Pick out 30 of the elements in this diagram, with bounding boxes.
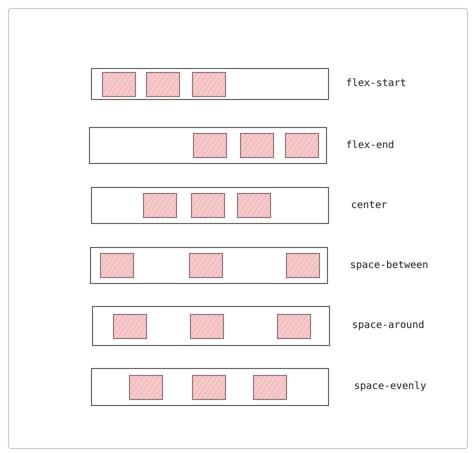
flex-item — [240, 133, 274, 158]
flex-container — [91, 68, 329, 100]
flex-item — [113, 314, 147, 338]
flex-container — [91, 368, 329, 406]
flex-container — [89, 127, 327, 164]
flex-container — [92, 306, 330, 346]
justify-label: space-around — [352, 319, 424, 333]
flex-item — [191, 193, 225, 218]
flex-item — [286, 253, 320, 278]
flex-item — [129, 374, 163, 400]
justify-label: center — [351, 198, 388, 212]
justify-label: space-between — [350, 258, 428, 272]
flex-item — [100, 253, 134, 278]
flex-item — [237, 193, 271, 218]
justify-label: flex-start — [346, 77, 406, 91]
flex-item — [102, 72, 136, 96]
flex-item — [192, 374, 226, 400]
flex-container — [91, 187, 329, 224]
justify-label: flex-end — [346, 138, 394, 152]
flex-item — [285, 133, 319, 158]
flex-container — [90, 247, 328, 284]
flex-item — [253, 374, 287, 400]
flex-item — [277, 314, 311, 338]
flex-item — [190, 314, 224, 338]
flex-item — [146, 72, 180, 96]
justify-label: space-evenly — [354, 380, 426, 394]
flex-item — [189, 253, 223, 278]
flex-item — [143, 193, 177, 218]
flex-item — [193, 133, 227, 158]
flex-item — [192, 72, 226, 96]
